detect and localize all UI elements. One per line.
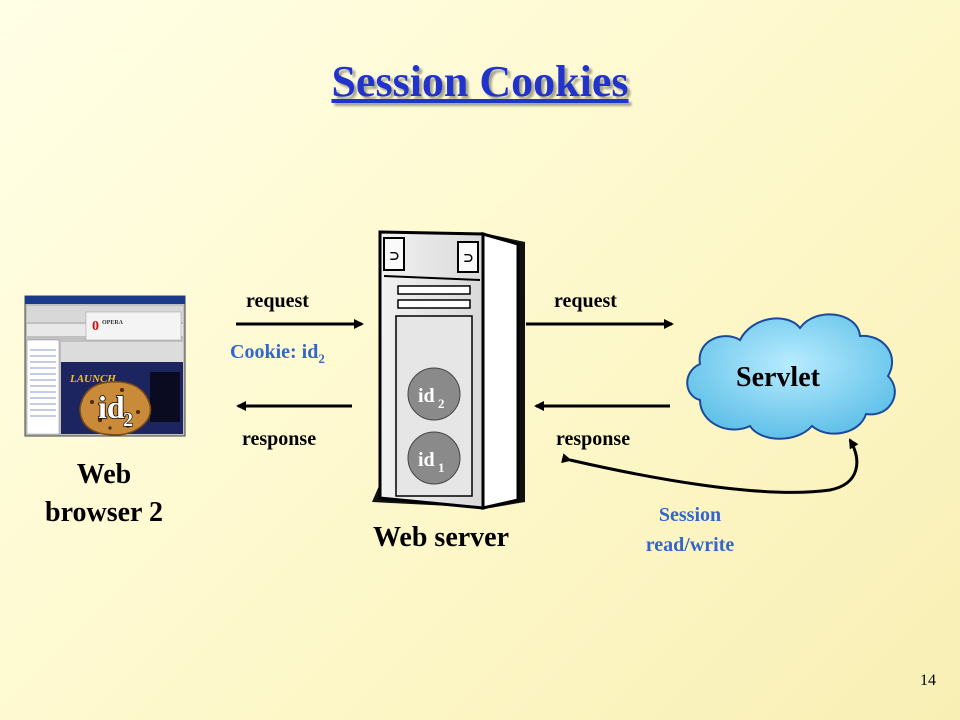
browser-screenshot-image: 0 OPERA LAUNCH: [24, 295, 186, 437]
browser-label: Web browser 2: [45, 459, 163, 528]
cookie-id-label: id: [98, 389, 125, 425]
web-server-tower: ⊃ ⊃: [372, 230, 525, 510]
svg-text:id: id: [418, 385, 435, 407]
opera-brand: OPERA: [102, 320, 124, 326]
servlet-cloud: Servlet: [686, 313, 896, 440]
cookie-id-subscript: 2: [123, 409, 133, 431]
svg-text:0: 0: [92, 319, 99, 334]
web-server-label: Web server: [372, 522, 510, 553]
right-request-label: request: [554, 290, 617, 312]
cookie-header-label: Cookie: id2: [230, 341, 325, 366]
server-session-slot-id2: id 2: [407, 367, 461, 421]
svg-text:⊃: ⊃: [389, 248, 400, 263]
svg-text:⊃: ⊃: [463, 250, 474, 265]
session-read-write-label: Session read/write: [645, 504, 735, 556]
server-session-slot-id1: id 1: [407, 431, 461, 485]
cookie-icon: id 2: [79, 381, 152, 436]
slide-title: Session Cookies: [331, 57, 629, 106]
svg-text:2: 2: [438, 396, 445, 411]
servlet-label: Servlet: [736, 362, 821, 393]
left-response-label: response: [242, 428, 317, 450]
session-read-write-arrow: [561, 438, 859, 494]
svg-text:id: id: [418, 449, 435, 471]
left-request-label: request: [246, 290, 309, 312]
right-response-label: response: [556, 428, 631, 450]
svg-text:1: 1: [438, 460, 445, 475]
page-number: 14: [920, 672, 936, 689]
